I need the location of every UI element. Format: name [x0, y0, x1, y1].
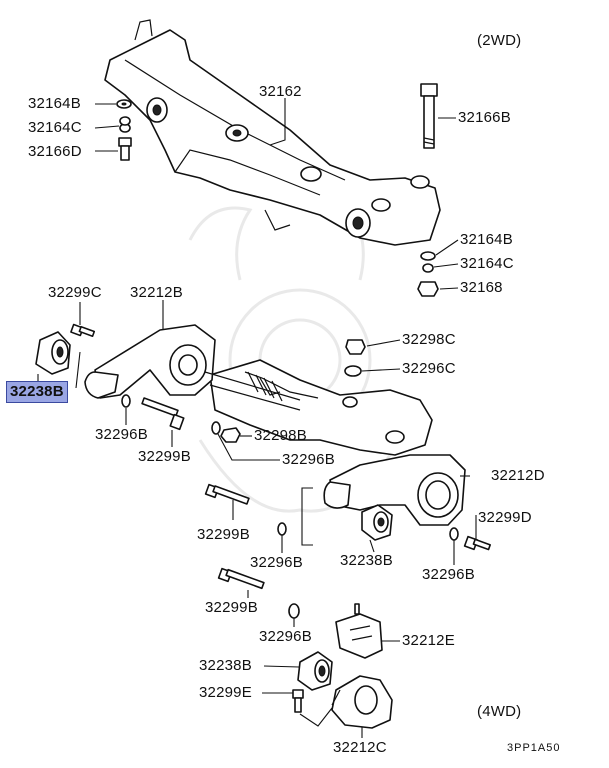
- label-32299E[interactable]: 32299E: [199, 684, 252, 701]
- label-32212E[interactable]: 32212E: [402, 632, 455, 649]
- washer-32296B-c[interactable]: [449, 527, 459, 541]
- variant-2wd-label: (2WD): [477, 32, 522, 49]
- arm-32212B[interactable]: [84, 324, 216, 399]
- label-32162[interactable]: 32162: [259, 83, 302, 100]
- washer-32296B-a[interactable]: [121, 394, 131, 408]
- washer-32164B-right[interactable]: [420, 251, 436, 261]
- label-32299B-b[interactable]: 32299B: [197, 526, 250, 543]
- label-32164C-right[interactable]: 32164C: [460, 255, 514, 272]
- axle-shaft[interactable]: [204, 371, 301, 411]
- label-32298B[interactable]: 32298B: [254, 427, 307, 444]
- washer-32296B-e[interactable]: [288, 603, 300, 619]
- bolt-32166B[interactable]: [420, 83, 438, 149]
- label-32238B-c[interactable]: 32238B: [199, 657, 252, 674]
- crossmember-32162[interactable]: [104, 19, 441, 246]
- label-32168[interactable]: 32168: [460, 279, 503, 296]
- label-32298C[interactable]: 32298C: [402, 331, 456, 348]
- label-32299B-a[interactable]: 32299B: [138, 448, 191, 465]
- label-32296B-b[interactable]: 32296B: [282, 451, 335, 468]
- label-32296B-a[interactable]: 32296B: [95, 426, 148, 443]
- bolt-32299B-a[interactable]: [141, 397, 185, 431]
- bracket-32212E[interactable]: [335, 603, 383, 659]
- washer-32296C[interactable]: [344, 365, 362, 377]
- washer-32164C-right[interactable]: [422, 263, 434, 273]
- diagram-code: 3PP1A50: [507, 742, 561, 754]
- arm-32212D[interactable]: [323, 454, 466, 526]
- nut-32298C[interactable]: [345, 339, 366, 355]
- label-32238B-selected[interactable]: 32238B: [6, 381, 68, 403]
- bolt-32299E[interactable]: [292, 689, 304, 713]
- label-32296C[interactable]: 32296C: [402, 360, 456, 377]
- label-32164B-right[interactable]: 32164B: [460, 231, 513, 248]
- bolt-32299B-c[interactable]: [217, 567, 265, 590]
- label-32299B-c[interactable]: 32299B: [205, 599, 258, 616]
- label-32212D[interactable]: 32212D: [491, 467, 545, 484]
- bolt-32299B-b[interactable]: [204, 483, 250, 505]
- bushing-32238B-c[interactable]: [297, 651, 333, 691]
- label-32212B[interactable]: 32212B: [130, 284, 183, 301]
- bushing-32238B-b[interactable]: [361, 504, 393, 541]
- label-32166B[interactable]: 32166B: [458, 109, 511, 126]
- leader-lines: [37, 98, 477, 738]
- label-32299C[interactable]: 32299C: [48, 284, 102, 301]
- bracket-32212C[interactable]: [331, 675, 393, 729]
- label-32296B-d[interactable]: 32296B: [250, 554, 303, 571]
- variant-4wd-label: (4WD): [477, 703, 522, 720]
- label-32296B-c[interactable]: 32296B: [422, 566, 475, 583]
- label-32238B-b[interactable]: 32238B: [340, 552, 393, 569]
- bolt-32299D[interactable]: [463, 535, 492, 551]
- label-32296B-e[interactable]: 32296B: [259, 628, 312, 645]
- bushing-32238B-selected[interactable]: [35, 331, 71, 375]
- label-32212C[interactable]: 32212C: [333, 739, 387, 756]
- washer-32296B-b[interactable]: [211, 421, 221, 435]
- nut-32298B[interactable]: [220, 427, 241, 443]
- washer-32296B-d[interactable]: [277, 522, 287, 536]
- label-32164B-top[interactable]: 32164B: [28, 95, 81, 112]
- label-32164C-top[interactable]: 32164C: [28, 119, 82, 136]
- bolt-32166D[interactable]: [118, 137, 132, 161]
- washer-32164C-top[interactable]: [119, 116, 131, 133]
- washer-32164B-top[interactable]: [116, 99, 132, 109]
- bolt-32299C[interactable]: [70, 323, 96, 338]
- nut-32168[interactable]: [417, 281, 439, 297]
- differential-support[interactable]: [209, 359, 433, 456]
- label-32299D[interactable]: 32299D: [478, 509, 532, 526]
- label-32166D[interactable]: 32166D: [28, 143, 82, 160]
